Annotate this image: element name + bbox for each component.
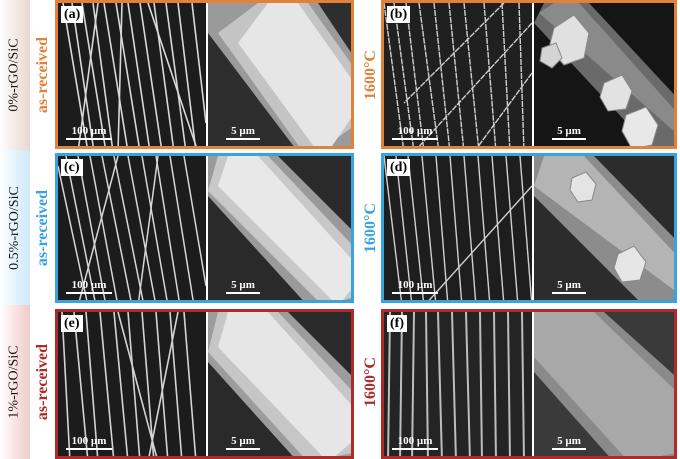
scale-bar-right: 5 µm (226, 279, 260, 294)
scale-bar-left: 100 µm (66, 125, 112, 140)
scale-bar-left: 100 µm (392, 279, 438, 294)
scale-bar-right: 5 µm (552, 435, 586, 450)
sem-low-mag-image (384, 3, 532, 146)
row-label-0pct: 0%-rGO/SiC (0, 0, 30, 150)
scale-bar-right: 5 µm (552, 125, 586, 140)
sem-high-mag-image (208, 312, 351, 456)
scale-bar-left: 100 µm (66, 279, 112, 294)
panel-c: (c) 100 µm 5 µm (55, 153, 354, 303)
panel-letter: (e) (61, 315, 83, 332)
scale-bar-right: 5 µm (226, 125, 260, 140)
sem-high-mag-image (534, 312, 674, 456)
condition-label-b: 1600°C (362, 50, 380, 100)
condition-label-e: as-received (34, 343, 51, 421)
sem-low-mag-image (384, 312, 532, 456)
condition-label-f: 1600°C (362, 357, 380, 407)
sem-high-mag-image (208, 3, 351, 146)
sample-label: 0.5%-rGO/SiC (7, 185, 22, 270)
scale-bar-left: 100 µm (66, 435, 112, 450)
panel-f: (f) 100 µm 5 µm (381, 309, 677, 459)
sem-low-mag-image (58, 312, 206, 456)
scale-bar-right: 5 µm (226, 435, 260, 450)
panel-letter: (d) (387, 159, 411, 176)
panel-b: (b) 100 µm 5 µm (381, 0, 677, 149)
sem-low-mag-image (384, 156, 532, 300)
panel-letter: (b) (387, 6, 411, 23)
scale-bar-left: 100 µm (392, 125, 438, 140)
sem-low-mag-image (58, 156, 206, 300)
panel-letter: (a) (61, 6, 84, 23)
sem-high-mag-image (534, 3, 674, 146)
panel-letter: (c) (61, 159, 83, 176)
row-label-1pct: 1%-rGO/SiC (0, 305, 30, 459)
condition-label-d: 1600°C (362, 202, 380, 253)
sem-high-mag-image (208, 156, 351, 300)
panel-a: (a) 100 µm 5 µm (55, 0, 354, 149)
condition-label-c: as-received (34, 189, 51, 266)
row-label-05pct: 0.5%-rGO/SiC (0, 150, 30, 305)
panel-letter: (f) (387, 315, 407, 332)
sample-label: 0%-rGO/SiC (7, 38, 22, 112)
sem-high-mag-image (534, 156, 674, 300)
scale-bar-left: 100 µm (392, 435, 438, 450)
sem-low-mag-image (58, 3, 206, 146)
condition-label-a: as-received (34, 36, 51, 114)
panel-d: (d) 100 µm 5 µm (381, 153, 677, 303)
scale-bar-right: 5 µm (552, 279, 586, 294)
sample-label: 1%-rGO/SiC (7, 345, 22, 419)
panel-e: (e) 100 µm 5 µm (55, 309, 354, 459)
